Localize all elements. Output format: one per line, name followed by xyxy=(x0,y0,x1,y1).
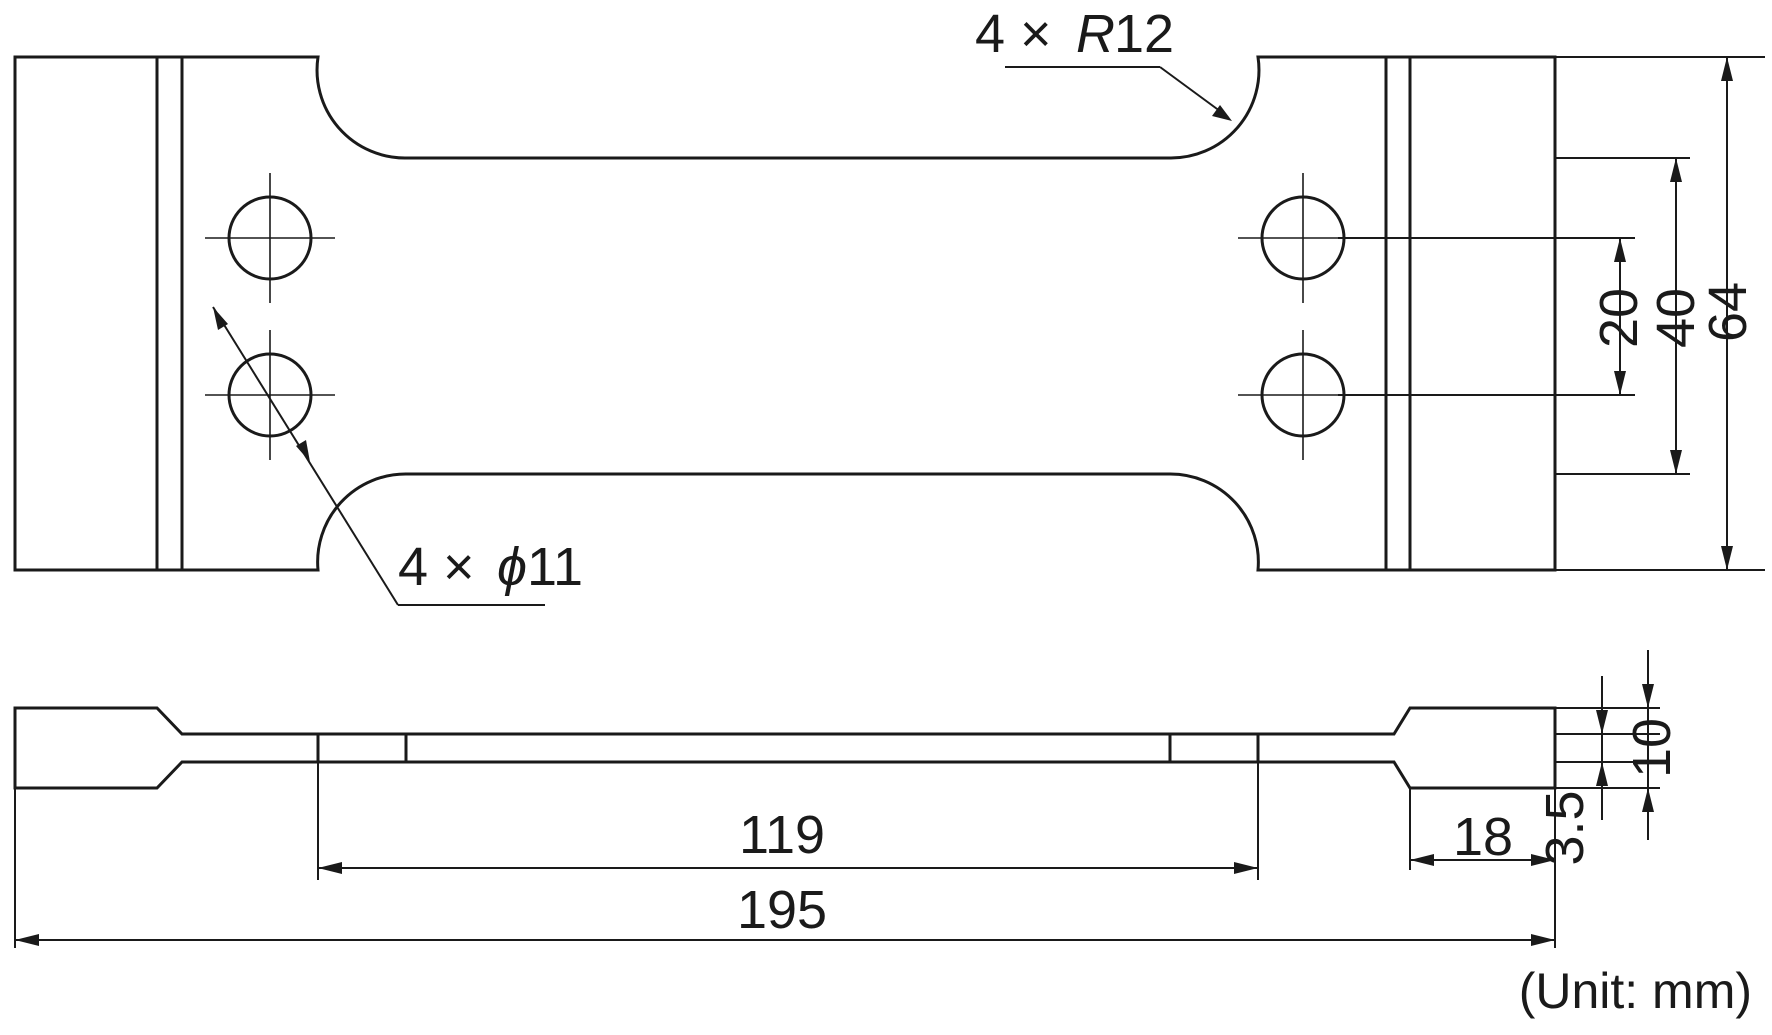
hole-value-label: 11 xyxy=(527,537,583,597)
dim-end-thickness: 3.5 xyxy=(1535,676,1608,866)
tab-block xyxy=(1168,732,1260,764)
dim-end-thickness-label: 3.5 xyxy=(1535,790,1595,865)
hole-symbol-label: ϕ xyxy=(497,537,527,597)
hole-count-label: 4 × xyxy=(398,537,475,597)
dim-neck-width-label: 40 xyxy=(1646,288,1706,348)
tab-block xyxy=(316,732,408,764)
dim-gauge-span: 119 xyxy=(318,805,1258,874)
hole-callout: 4 × ϕ 11 xyxy=(398,537,583,597)
hole xyxy=(205,330,335,460)
dim-gauge-span-label: 119 xyxy=(739,805,825,865)
hole-leader xyxy=(212,306,545,606)
dim-total-width: 64 xyxy=(1698,57,1758,570)
radius-callout: 4 × R 12 xyxy=(975,4,1174,64)
top-view: 4 × R 12 4 × ϕ 11 20 xyxy=(13,4,1765,606)
dim-thickness: 10 xyxy=(1622,650,1682,840)
dim-hole-spacing-label: 20 xyxy=(1589,288,1649,348)
dim-neck-width: 40 xyxy=(1646,158,1706,474)
dim-grip-length-label: 18 xyxy=(1453,807,1513,867)
dim-thickness-label: 10 xyxy=(1622,718,1682,778)
dim-grip-length: 18 xyxy=(1410,807,1555,867)
radius-symbol-label: R xyxy=(1076,4,1115,64)
unit-note: (Unit: mm) xyxy=(1519,963,1752,1019)
specimen-outline-top xyxy=(13,55,1557,572)
dim-total-width-label: 64 xyxy=(1698,282,1758,342)
radius-count-label: 4 × xyxy=(975,4,1052,64)
radius-value-label: 12 xyxy=(1114,4,1174,64)
side-view: 119 195 18 10 3.5 xyxy=(13,650,1682,948)
hole xyxy=(205,173,335,303)
dim-total-length-label: 195 xyxy=(737,880,827,940)
dim-total-length: 195 xyxy=(15,880,1555,946)
radius-leader xyxy=(1005,66,1232,121)
specimen-outline-side xyxy=(13,706,1557,790)
dim-hole-spacing: 20 xyxy=(1589,238,1649,395)
